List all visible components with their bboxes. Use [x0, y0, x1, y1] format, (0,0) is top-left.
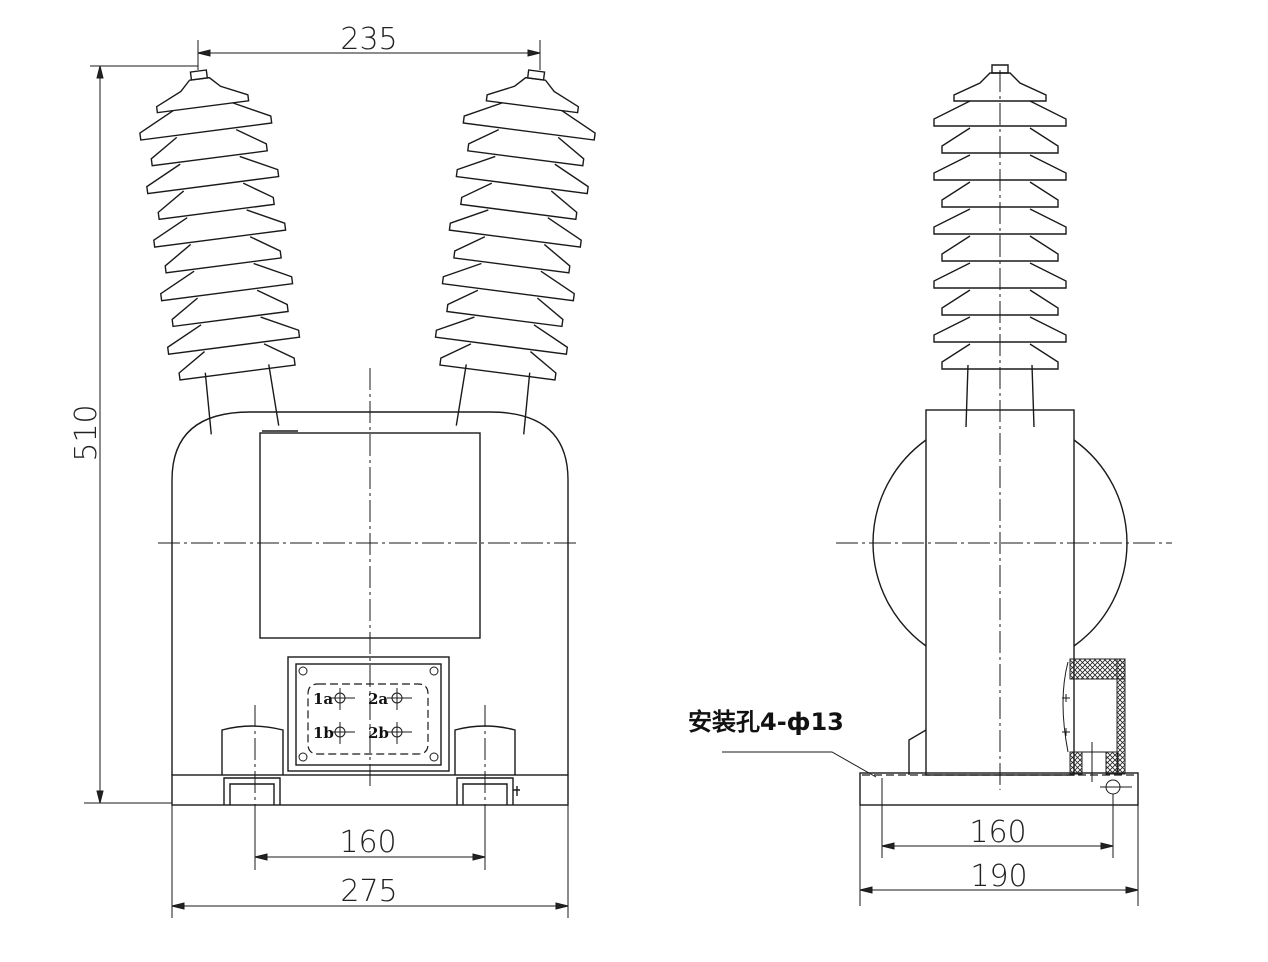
- core-outline: [872, 439, 1128, 647]
- dim-front-160: 160: [339, 825, 396, 860]
- front-view: 1a 2a 1b 2b: [132, 61, 603, 806]
- terminal-box: 1a 2a 1b 2b: [287, 656, 450, 772]
- dim-side-160: 160: [969, 815, 1026, 850]
- left-bushing: [132, 61, 312, 440]
- front-dimensions: [84, 40, 569, 918]
- dim-510: 510: [69, 404, 104, 461]
- terminal-1a: 1a: [313, 690, 333, 708]
- side-dimensions: [722, 751, 1139, 906]
- dim-190: 190: [970, 859, 1027, 894]
- terminal-2b: 2b: [368, 724, 389, 742]
- terminal-1b: 1b: [313, 724, 334, 742]
- mounting-hole-note: 安装孔4-ф13: [688, 708, 844, 736]
- right-bushing: [423, 61, 603, 440]
- dim-235: 235: [340, 22, 397, 57]
- terminal-2a: 2a: [368, 690, 388, 708]
- side-terminal-box: [1062, 658, 1132, 795]
- dim-275: 275: [340, 874, 397, 909]
- side-base: [859, 772, 1139, 806]
- side-view: [836, 64, 1172, 806]
